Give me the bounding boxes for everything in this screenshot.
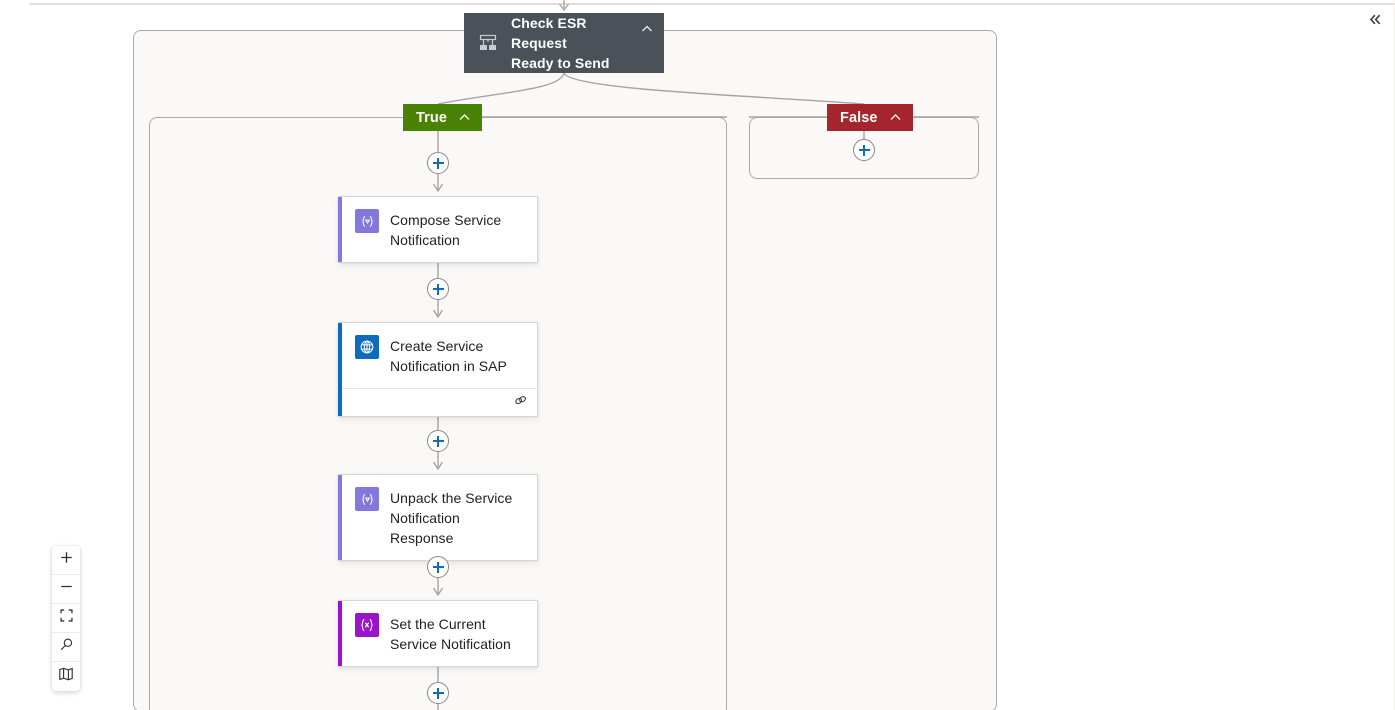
globe-icon — [355, 335, 379, 359]
condition-icon — [477, 32, 499, 54]
card-title: Set the Current Service Notification — [390, 613, 525, 654]
card-accent-bar — [338, 197, 342, 262]
add-action-button-false-branch[interactable] — [853, 139, 875, 161]
compose-icon — [355, 209, 379, 233]
minimap-button[interactable] — [52, 662, 80, 691]
chevron-up-icon[interactable] — [640, 22, 654, 36]
minus-icon — [59, 579, 74, 599]
add-action-button[interactable] — [427, 278, 449, 300]
card-title-line-2: Service Notification — [390, 636, 511, 652]
search-button[interactable] — [52, 633, 80, 662]
top-divider — [30, 3, 1395, 5]
action-card-unpack-the-service-notification-response[interactable]: Unpack the Service Notification Response — [338, 474, 538, 561]
magnifier-icon — [59, 637, 74, 657]
add-action-button[interactable] — [427, 682, 449, 704]
card-header: Create Service Notification in SAP — [338, 323, 537, 388]
card-header: Compose Service Notification — [338, 197, 537, 262]
add-action-button[interactable] — [427, 556, 449, 578]
set-variable-icon — [355, 613, 379, 637]
card-title-line-1: Compose Service — [390, 212, 502, 228]
branch-badge-true[interactable]: True — [403, 104, 483, 131]
branch-badge-false[interactable]: False — [827, 104, 913, 131]
card-title-line-1: Create Service — [390, 338, 484, 354]
condition-title-line-2: Ready to Send — [511, 55, 610, 71]
chevron-up-icon[interactable] — [458, 111, 471, 124]
card-title: Compose Service Notification — [390, 209, 525, 250]
card-accent-bar — [338, 475, 342, 560]
map-icon — [58, 666, 74, 687]
plus-icon — [59, 550, 74, 570]
collapse-panel-button[interactable] — [1363, 10, 1387, 34]
zoom-out-button[interactable] — [52, 575, 80, 604]
zoom-to-fit-button[interactable] — [52, 604, 80, 633]
condition-title-line-1: Check ESR Request — [511, 15, 587, 51]
condition-node[interactable]: Check ESR Request Ready to Send — [464, 13, 664, 73]
action-card-compose-service-notification[interactable]: Compose Service Notification — [338, 196, 538, 263]
fit-screen-icon — [59, 608, 74, 628]
card-title-line-2: Notification — [390, 232, 460, 248]
card-accent-bar — [338, 601, 342, 666]
action-card-set-the-current-service-notification[interactable]: Set the Current Service Notification — [338, 600, 538, 667]
add-action-button[interactable] — [427, 152, 449, 174]
card-footer — [342, 388, 537, 416]
zoom-in-button[interactable] — [52, 546, 80, 575]
card-header: Unpack the Service Notification Response — [338, 475, 537, 560]
condition-node-title: Check ESR Request Ready to Send — [511, 13, 640, 73]
add-action-button[interactable] — [427, 430, 449, 452]
action-card-create-service-notification-in-sap[interactable]: Create Service Notification in SAP — [338, 322, 538, 417]
card-accent-bar — [338, 323, 342, 416]
compose-icon — [355, 487, 379, 511]
link-chain-icon[interactable] — [513, 393, 528, 413]
branch-label-true: True — [416, 109, 448, 126]
card-title: Unpack the Service Notification Response — [390, 487, 525, 548]
branch-label-false: False — [840, 109, 878, 126]
card-title-line-2: Notification in SAP — [390, 358, 507, 374]
card-title-line-2: Notification Response — [390, 510, 460, 546]
canvas-toolbar — [52, 546, 80, 691]
card-title-line-1: Set the Current — [390, 616, 486, 632]
card-title: Create Service Notification in SAP — [390, 335, 525, 376]
chevron-up-icon[interactable] — [889, 111, 902, 124]
double-chevron-left-icon — [1367, 11, 1384, 33]
card-header: Set the Current Service Notification — [338, 601, 537, 666]
card-title-line-1: Unpack the Service — [390, 490, 513, 506]
